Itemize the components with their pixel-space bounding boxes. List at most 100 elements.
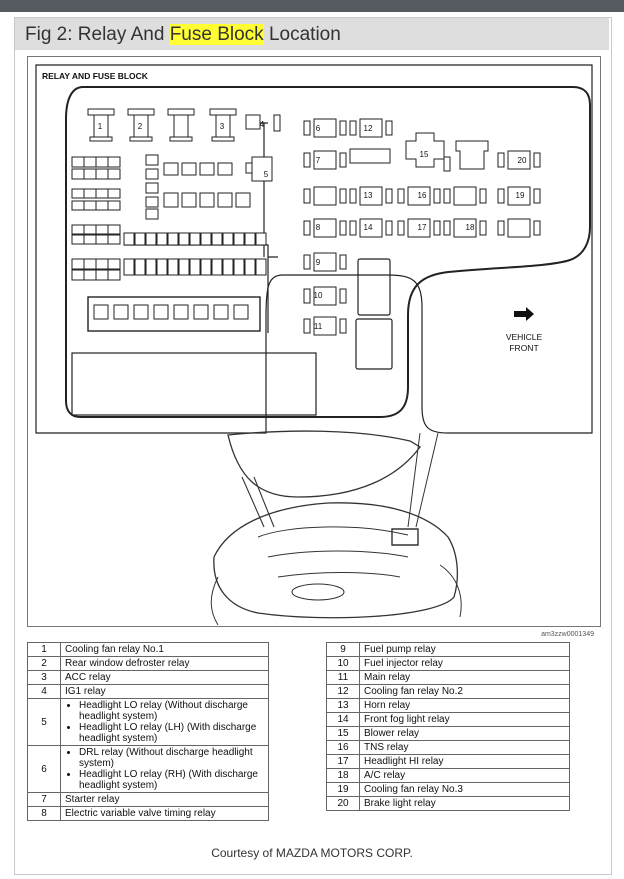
fuse: [83, 258, 97, 270]
legend-number: 5: [27, 698, 61, 746]
relay-number-label: 17: [418, 223, 427, 232]
relay-body: [443, 186, 487, 206]
caption-prefix: Fig 2: Relay And: [25, 24, 170, 45]
relay-board-outline: [65, 86, 591, 418]
relay-body: [349, 148, 391, 164]
fuse: [217, 162, 233, 176]
fuse-block-location: [391, 528, 419, 546]
legend-number: 8: [27, 806, 61, 821]
fuse: [217, 192, 233, 208]
fuse: [107, 168, 121, 180]
caption-bar: [15, 18, 609, 50]
relay-body: [349, 118, 393, 138]
blank-module: [355, 318, 393, 370]
fuse: [178, 258, 190, 276]
fuse: [93, 304, 109, 320]
image-code: am3zzw0001349: [541, 631, 594, 638]
fuse: [181, 162, 197, 176]
relay-number-label: 1: [98, 122, 103, 131]
fuse: [83, 188, 97, 199]
relay-body: [349, 218, 393, 238]
legend-number: 20: [326, 796, 360, 811]
legend-number: 11: [326, 670, 360, 685]
diagram-title: RELAY AND FUSE BLOCK: [42, 71, 149, 81]
blank-module: [357, 258, 391, 316]
legend-description: Horn relay: [359, 698, 570, 713]
legend-bullet-item: DRL relay (Without discharge headlight s…: [79, 747, 264, 769]
relay-body: [245, 156, 273, 182]
fuse: [173, 304, 189, 320]
legend-description: Cooling fan relay No.3: [359, 782, 570, 797]
legend-description: IG1 relay: [60, 684, 269, 699]
fuse: [107, 258, 121, 270]
legend-number: 7: [27, 792, 61, 807]
fuse: [107, 234, 121, 245]
bus-bar: [124, 122, 278, 333]
fuse: [145, 258, 157, 276]
fuse: [255, 258, 267, 276]
relay-body: [245, 114, 281, 132]
fuse: [156, 258, 168, 276]
legend-number: 17: [326, 754, 360, 769]
relay-body: [497, 150, 541, 170]
relay-number-label: 16: [418, 191, 427, 200]
legend-description: Front fog light relay: [359, 712, 570, 727]
relay-body: [303, 286, 347, 306]
relay-base: [167, 108, 195, 116]
fuse: [95, 224, 109, 235]
mini-relay-bank: [87, 296, 261, 332]
legend-description: Rear window defroster relay: [60, 656, 269, 671]
fuse: [71, 168, 85, 180]
legend-description: Main relay: [359, 670, 570, 685]
relay-body: [349, 186, 393, 206]
fuse: [95, 188, 109, 199]
fuse: [213, 304, 229, 320]
fuse: [107, 200, 121, 211]
fuse: [199, 162, 215, 176]
caption-suffix: Location: [263, 24, 341, 45]
fuse: [107, 156, 121, 168]
figure-caption: Fig 2: Relay And Fuse Block Location: [25, 24, 341, 46]
fuse: [95, 200, 109, 211]
fuse: [133, 304, 149, 320]
relay-number-label: 18: [466, 223, 475, 232]
legend-number: 6: [27, 745, 61, 793]
fuse: [233, 258, 245, 276]
fuse: [222, 258, 234, 276]
relay-body: [443, 218, 487, 238]
relay-number-label: 2: [138, 122, 143, 131]
callout-line: [407, 432, 439, 528]
relay-number-label: 20: [518, 156, 527, 165]
fuse: [189, 258, 201, 276]
legend-description: Headlight HI relay: [359, 754, 570, 769]
relay-body: [303, 186, 347, 206]
fuse: [71, 200, 85, 211]
fuse-block-outline: [35, 64, 593, 434]
relay-body: [303, 118, 347, 138]
caption-highlight: Fuse Block: [169, 24, 264, 45]
fuse: [71, 234, 85, 245]
relay-number-label: 15: [420, 150, 429, 159]
legend-description: Cooling fan relay No.1: [60, 642, 269, 657]
fuse: [145, 196, 159, 208]
fuse: [199, 192, 215, 208]
legend-description: Brake light relay: [359, 796, 570, 811]
relay-number-label: 5: [264, 170, 269, 179]
legend-description: Electric variable valve timing relay: [60, 806, 269, 821]
relay-base: [87, 108, 115, 116]
fuse: [83, 234, 97, 245]
legend-number: 18: [326, 768, 360, 783]
legend-number: 2: [27, 656, 61, 671]
